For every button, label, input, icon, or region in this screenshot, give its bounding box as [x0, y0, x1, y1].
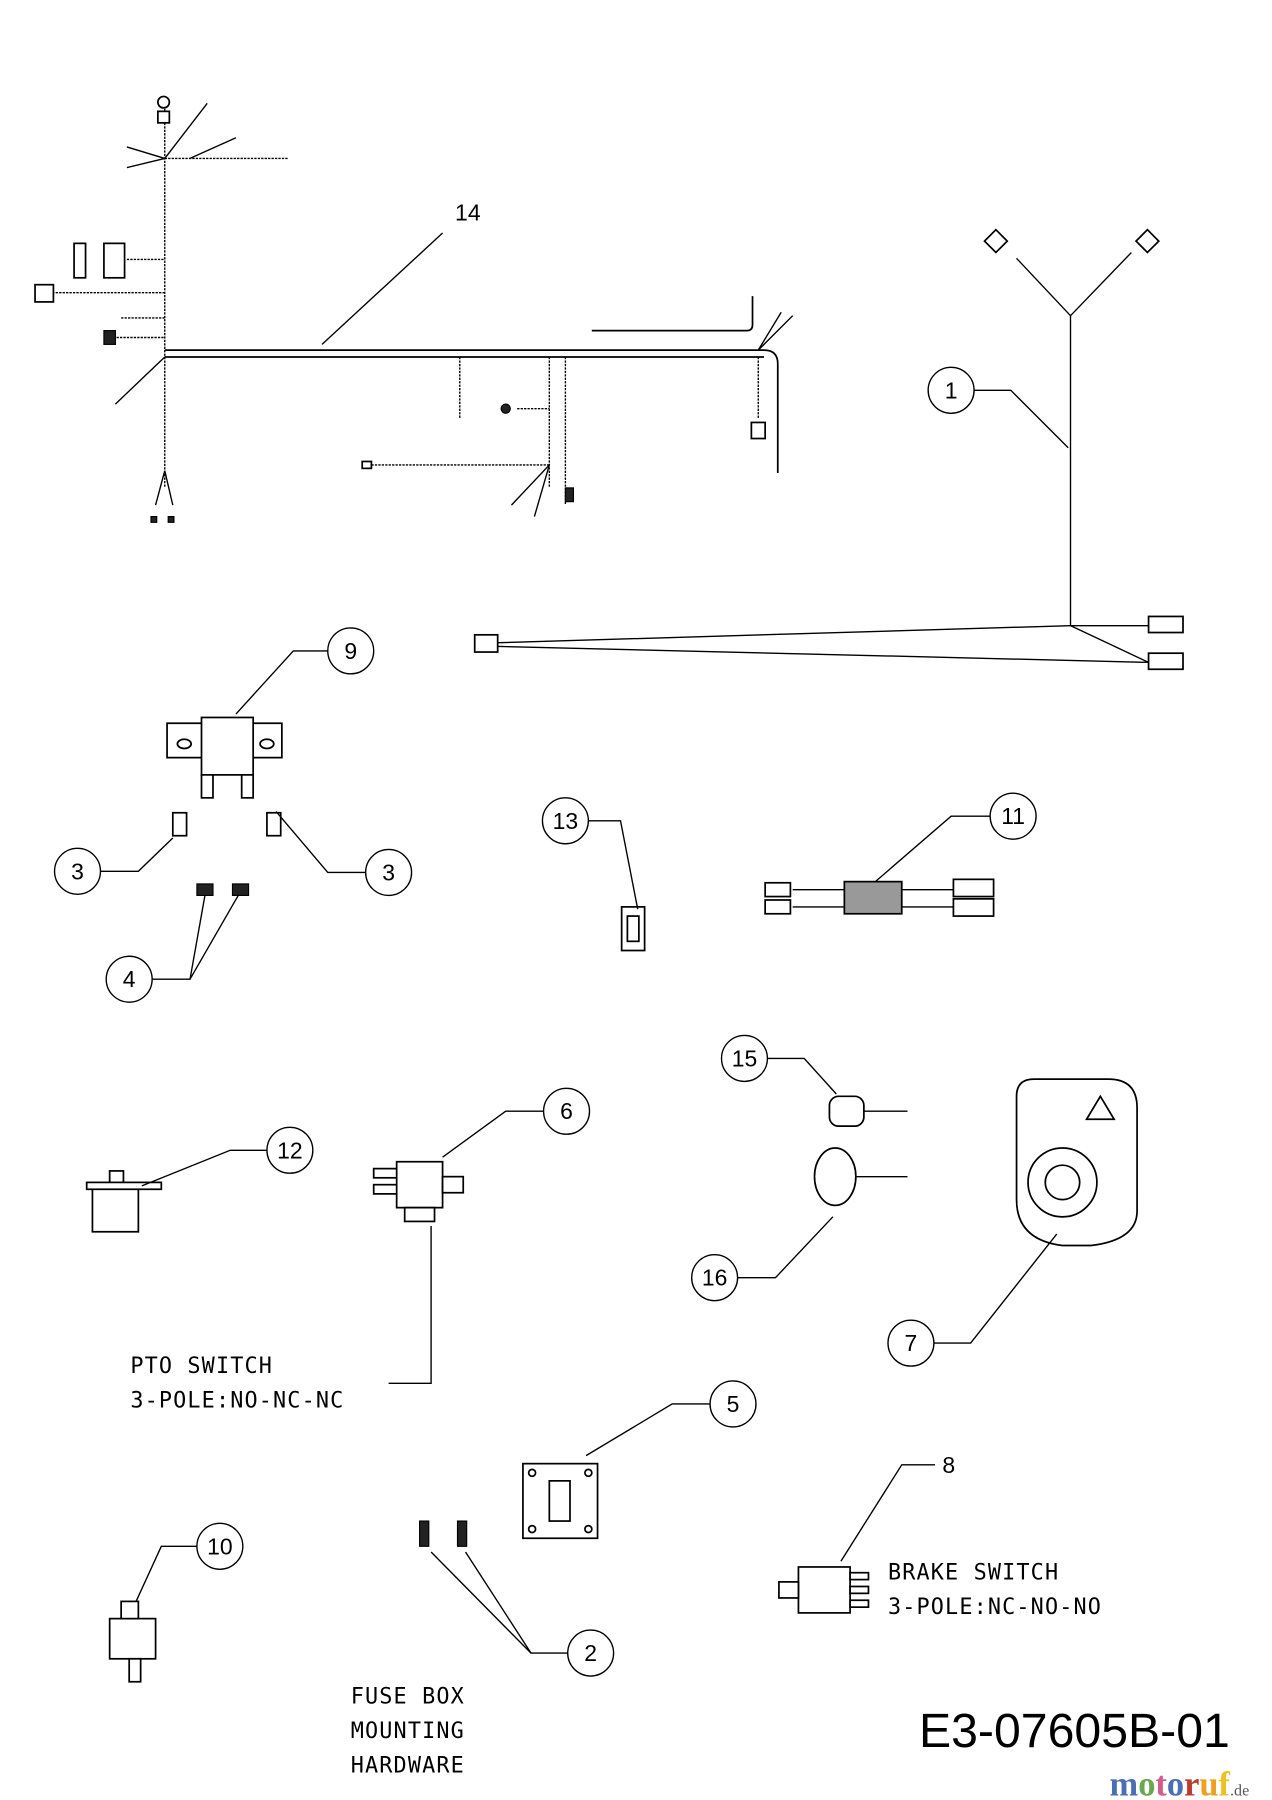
leader-line-14	[321, 232, 444, 345]
leader-line-3-left	[100, 837, 174, 872]
fuse-box-label-line3: HARDWARE	[351, 1753, 465, 1778]
leader-line-5	[585, 1403, 711, 1457]
callout-2: 2	[584, 1640, 597, 1666]
leader-line-7	[933, 1233, 1058, 1344]
leader-line-10	[135, 1545, 197, 1602]
keys	[813, 1095, 908, 1207]
leader-line-2	[430, 1551, 568, 1654]
leader-line-9	[235, 650, 328, 715]
leader-line-2b	[464, 1551, 532, 1654]
pto-switch	[372, 1160, 465, 1223]
svg-text:motoruf.de: motoruf.de	[1110, 1765, 1250, 1800]
callout-3-left: 3	[71, 858, 84, 884]
callout-15: 15	[732, 1045, 758, 1071]
leader-line-8	[840, 1464, 936, 1562]
brake-switch-label-line1: BRAKE SWITCH	[888, 1561, 1059, 1586]
callout-14: 14	[455, 199, 481, 225]
callout-16: 16	[702, 1265, 728, 1291]
leader-line-11	[874, 815, 991, 883]
leader-line-pto	[388, 1226, 432, 1384]
plunger-switch-10	[108, 1600, 157, 1683]
callout-8: 8	[942, 1452, 955, 1478]
pto-switch-label-line2: 3-POLE:NO-NC-NC	[130, 1388, 344, 1413]
bolts-and-nuts	[171, 811, 282, 896]
leader-line-6	[442, 1110, 544, 1158]
callout-9: 9	[344, 638, 357, 664]
callout-12: 12	[277, 1137, 303, 1163]
fuse-box-label-line1: FUSE BOX	[351, 1685, 465, 1710]
callout-6: 6	[560, 1098, 573, 1124]
fuse-box-screws	[419, 1520, 468, 1547]
brake-switch	[778, 1566, 870, 1614]
ignition-switch	[1015, 1078, 1138, 1247]
callout-5: 5	[727, 1391, 740, 1417]
leader-line-4b	[189, 895, 239, 980]
callout-4: 4	[123, 966, 136, 992]
callout-3-right: 3	[382, 859, 395, 885]
callout-13: 13	[553, 808, 579, 834]
leader-line-15	[767, 1057, 837, 1095]
leader-line-3-right	[275, 811, 366, 874]
plunger-switch-12	[85, 1170, 163, 1233]
leader-line-13	[588, 820, 639, 910]
drawing-code: E3-07605B-01	[919, 1704, 1230, 1758]
callout-7: 7	[905, 1330, 918, 1356]
leader-line-12	[141, 1149, 267, 1187]
brake-switch-label-line2: 3-POLE:NC-NO-NO	[888, 1595, 1102, 1620]
leader-line-1	[974, 389, 1069, 449]
callout-11: 11	[1001, 803, 1025, 829]
leader-line-16	[737, 1216, 834, 1279]
callout-10: 10	[207, 1533, 233, 1559]
main-wire-harness	[34, 95, 794, 523]
rocker-switch	[620, 906, 646, 952]
callout-1: 1	[945, 377, 958, 403]
fuse-box	[522, 1462, 599, 1540]
pto-switch-label-line1: PTO SWITCH	[130, 1354, 273, 1379]
relay-part	[166, 716, 283, 799]
watermark-logo: motoruf.de	[1110, 1765, 1250, 1800]
fuse-box-label-line2: MOUNTING	[351, 1719, 465, 1744]
y-harness	[473, 228, 1184, 671]
jumper-harness	[764, 878, 995, 917]
